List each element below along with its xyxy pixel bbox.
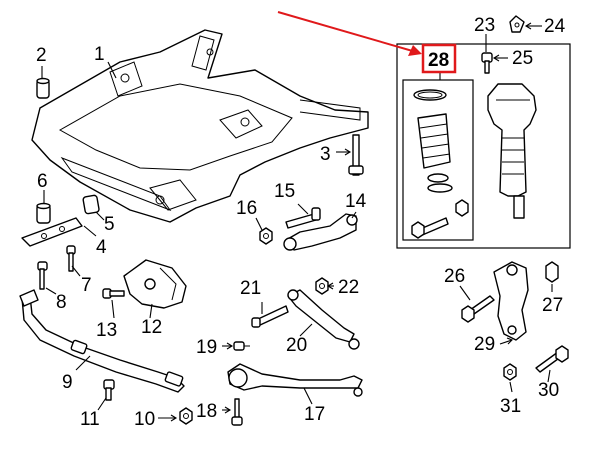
nut-part-24 <box>509 15 525 33</box>
bolt-part-8 <box>37 261 48 290</box>
callout-17[interactable]: 17 <box>304 404 325 425</box>
bolt-part-16 <box>259 227 273 245</box>
leader-lines <box>41 22 553 422</box>
bushing-part-2 <box>36 77 50 99</box>
lower-arm-part-20 <box>287 289 360 350</box>
bolt-part-15 <box>285 207 321 229</box>
control-arm-part-14 <box>283 213 358 251</box>
bushing-part-6 <box>36 202 51 224</box>
bolt-part-13 <box>102 288 125 299</box>
nut-part-31 <box>503 363 517 381</box>
stabilizer-bar-part-9 <box>19 289 185 393</box>
highlight-arrow <box>277 11 422 56</box>
highlight-box-28 <box>421 43 457 74</box>
callout-10[interactable]: 10 <box>134 409 155 430</box>
callout-21[interactable]: 21 <box>240 278 261 299</box>
nut-part-22 <box>315 277 329 295</box>
callout-11[interactable]: 11 <box>80 409 100 430</box>
subframe-part <box>31 29 369 223</box>
callout-7[interactable]: 7 <box>81 275 92 296</box>
bolt-part-30 <box>535 345 569 373</box>
callout-30[interactable]: 30 <box>538 380 559 401</box>
bolt-part-11 <box>103 379 115 401</box>
bolt-part-7 <box>66 245 76 272</box>
air-spring-kit-box <box>396 43 571 249</box>
bolt-part-25 <box>481 52 493 74</box>
callout-13[interactable]: 13 <box>96 320 117 341</box>
callout-numbers: 2 1 3 6 5 4 7 8 9 11 10 13 12 14 15 16 2… <box>36 15 566 430</box>
callout-9[interactable]: 9 <box>62 372 73 393</box>
bolt-part-3 <box>348 134 364 176</box>
nut-part-27 <box>545 261 559 283</box>
callout-18[interactable]: 18 <box>196 401 217 422</box>
bracket-part-4 <box>21 217 83 247</box>
callout-20[interactable]: 20 <box>286 335 307 356</box>
bolt-part-21 <box>251 305 289 328</box>
callout-19[interactable]: 19 <box>196 337 217 358</box>
callout-22[interactable]: 22 <box>338 277 359 298</box>
callout-8[interactable]: 8 <box>56 292 67 313</box>
callout-28[interactable]: 28 <box>428 50 449 71</box>
callout-26[interactable]: 26 <box>444 266 465 287</box>
callout-2[interactable]: 2 <box>36 45 47 66</box>
air-spring-strut <box>487 83 537 219</box>
callout-16[interactable]: 16 <box>236 198 257 219</box>
callout-3[interactable]: 3 <box>320 144 331 165</box>
bolt-part-18 <box>231 398 243 426</box>
callout-27[interactable]: 27 <box>542 295 563 316</box>
callout-23[interactable]: 23 <box>474 15 495 36</box>
bolt-part-26 <box>461 295 495 323</box>
bushing-part-5 <box>82 194 100 215</box>
callout-29[interactable]: 29 <box>474 334 495 355</box>
callout-31[interactable]: 31 <box>500 396 521 417</box>
callout-25[interactable]: 25 <box>512 48 533 69</box>
bolt-part-19 <box>233 341 250 351</box>
knuckle-part-29 <box>493 261 529 341</box>
callout-6[interactable]: 6 <box>37 171 48 192</box>
callout-4[interactable]: 4 <box>96 237 107 258</box>
callout-1[interactable]: 1 <box>94 44 105 65</box>
nut-part-10 <box>179 407 193 425</box>
callout-5[interactable]: 5 <box>104 214 115 235</box>
callout-15[interactable]: 15 <box>274 181 295 202</box>
strut-part-17 <box>227 363 363 397</box>
bracket-part-12 <box>123 259 187 309</box>
callout-12[interactable]: 12 <box>141 317 162 338</box>
callout-14[interactable]: 14 <box>345 191 367 212</box>
callout-24[interactable]: 24 <box>544 16 566 37</box>
